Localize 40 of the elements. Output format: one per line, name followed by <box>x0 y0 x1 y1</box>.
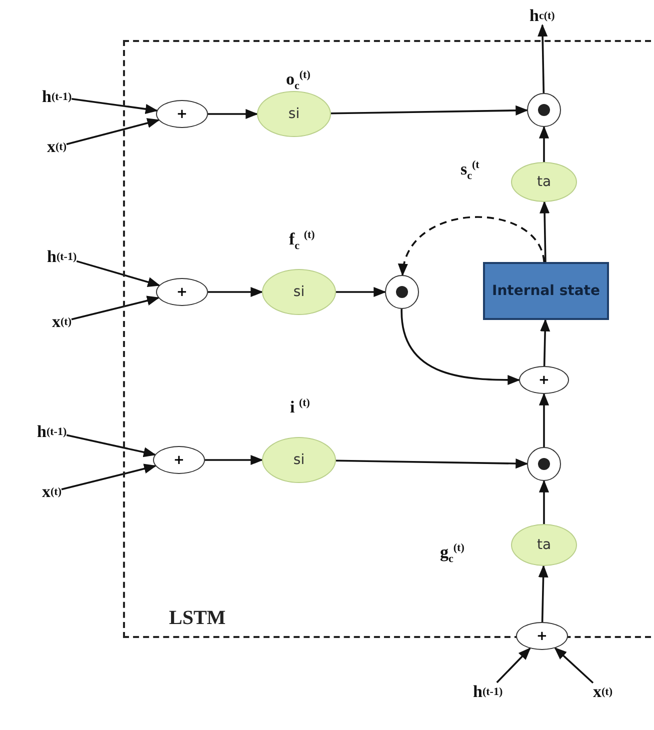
arrow <box>538 24 548 94</box>
activation-node: si <box>257 91 331 137</box>
arrow <box>400 216 545 276</box>
arrow <box>538 480 550 524</box>
frame-title: LSTM <box>169 607 226 630</box>
sum-node: + <box>156 278 208 306</box>
arrow <box>61 464 157 490</box>
arrow <box>496 648 531 684</box>
activation-node: si <box>262 269 336 315</box>
sum-node: + <box>519 366 569 394</box>
state-box: Internal state <box>483 262 609 320</box>
arrow <box>205 454 264 466</box>
arrow <box>208 286 264 298</box>
sum-node: + <box>153 446 205 474</box>
arrow <box>66 434 156 458</box>
arrow <box>538 126 550 162</box>
arrow <box>72 98 158 114</box>
arrow <box>208 108 258 120</box>
gate-label: i $^{(t)}$ <box>290 397 310 418</box>
arrow <box>76 260 160 287</box>
sum-node: + <box>516 622 568 650</box>
activation-node: ta <box>511 524 577 566</box>
arrow <box>400 308 520 385</box>
multiply-node <box>527 447 561 481</box>
arrow <box>336 286 386 298</box>
dashed-frame <box>123 40 651 638</box>
arrow <box>540 318 550 366</box>
activation-node: ta <box>511 162 577 202</box>
arrow <box>336 458 528 469</box>
activation-node: si <box>262 437 336 483</box>
arrow <box>538 564 548 622</box>
arrow <box>540 200 550 262</box>
multiply-node <box>385 275 419 309</box>
arrow <box>330 105 528 116</box>
arrow <box>71 296 160 320</box>
sum-node: + <box>156 100 208 128</box>
arrow <box>554 647 594 684</box>
multiply-node <box>527 93 561 127</box>
arrow <box>538 392 550 447</box>
arrow <box>66 118 160 146</box>
